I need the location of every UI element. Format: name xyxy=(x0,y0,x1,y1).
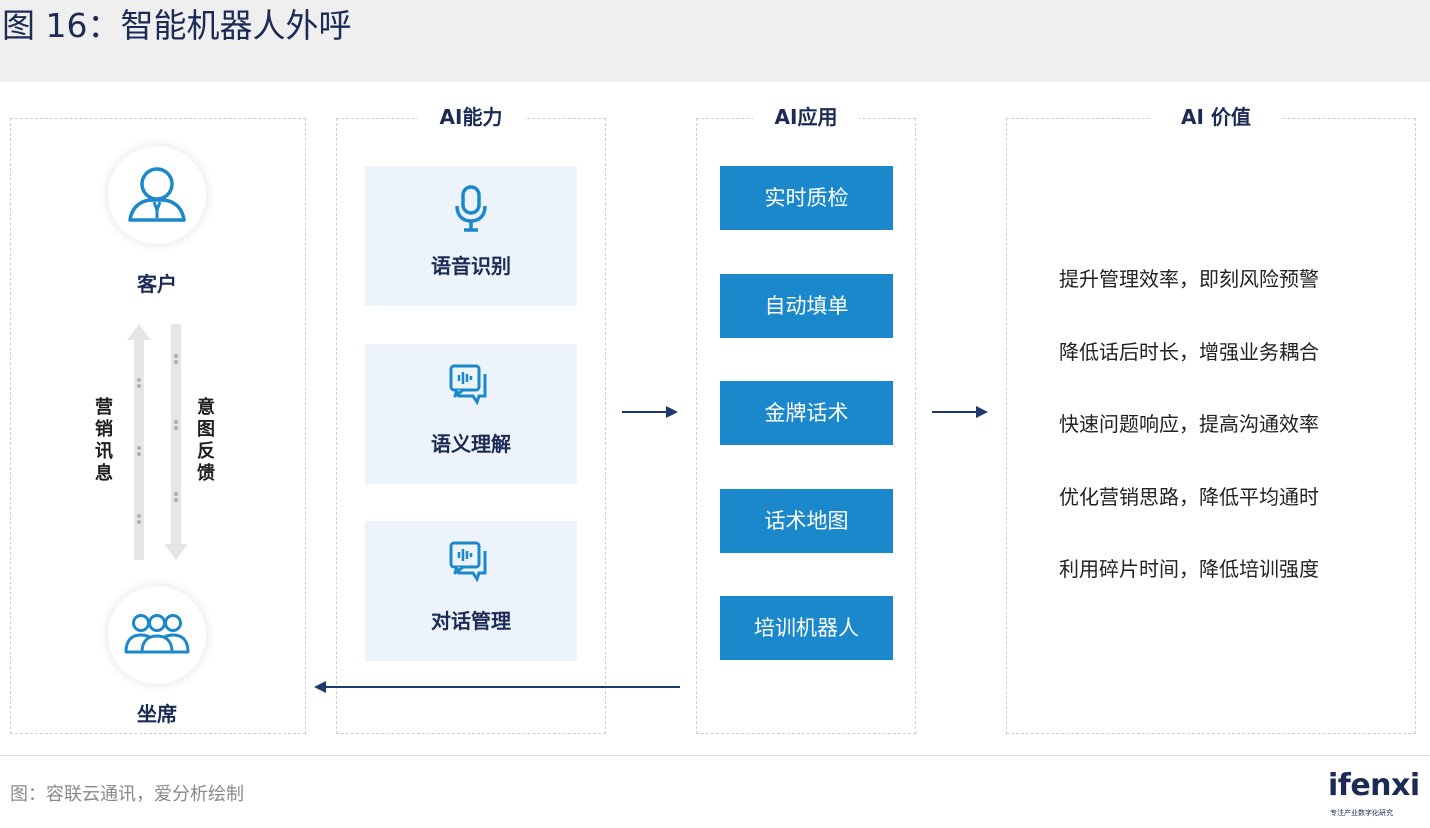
value-item: 提升管理效率，即刻风险预警 xyxy=(1059,267,1319,291)
arrow-right-2 xyxy=(932,406,988,418)
ability-card-dialog-management: 对话管理 xyxy=(365,521,577,661)
feedback-down-arrow xyxy=(164,324,188,560)
title-bar: 图 16：智能机器人外呼 xyxy=(0,0,1430,82)
value-item: 利用碎片时间，降低培训强度 xyxy=(1059,557,1319,581)
group-icon xyxy=(124,614,190,654)
value-item: 快速问题响应，提高沟通效率 xyxy=(1059,412,1319,436)
value-item: 优化营销思路，降低平均通时 xyxy=(1059,485,1319,509)
arrow-left-return xyxy=(314,681,680,693)
ability-label: 语义理解 xyxy=(431,432,511,456)
chat-wave-icon xyxy=(449,541,487,583)
chat-wave-icon xyxy=(449,364,487,406)
app-gold-script: 金牌话术 xyxy=(720,381,893,445)
ability-card-semantic-understanding: 语义理解 xyxy=(365,344,577,484)
value-item: 降低话后时长，增强业务耦合 xyxy=(1059,340,1319,364)
app-realtime-quality-check: 实时质检 xyxy=(720,166,893,230)
user-icon xyxy=(128,167,186,222)
ai-application-title: AI应用 xyxy=(753,99,859,135)
customer-avatar xyxy=(108,146,206,244)
footer-divider xyxy=(0,755,1430,756)
customer-panel xyxy=(10,118,306,734)
microphone-icon xyxy=(455,185,487,232)
ability-card-speech-recognition: 语音识别 xyxy=(365,166,577,306)
source-note: 图：容联云通讯，爱分析绘制 xyxy=(10,784,244,805)
arrow-right-1 xyxy=(622,406,678,418)
ifenxi-logo: ifenxi xyxy=(1328,768,1420,803)
ability-label: 语音识别 xyxy=(431,254,511,278)
marketing-info-label: 营销讯息 xyxy=(95,397,113,484)
ability-label: 对话管理 xyxy=(431,609,511,633)
page-title: 图 16：智能机器人外呼 xyxy=(2,6,352,45)
customer-label: 客户 xyxy=(137,272,177,296)
marketing-up-arrow xyxy=(127,324,151,560)
ifenxi-logo-tagline: 专注产业数字化研究 xyxy=(1330,809,1393,817)
app-script-map: 话术地图 xyxy=(720,489,893,553)
app-auto-form-fill: 自动填单 xyxy=(720,274,893,338)
ai-value-title: AI 价值 xyxy=(1152,99,1280,135)
ai-ability-title: AI能力 xyxy=(418,99,524,135)
app-training-robot: 培训机器人 xyxy=(720,596,893,660)
agent-label: 坐席 xyxy=(137,702,177,726)
agent-avatar xyxy=(108,586,206,684)
intent-feedback-label: 意图反馈 xyxy=(197,397,215,484)
